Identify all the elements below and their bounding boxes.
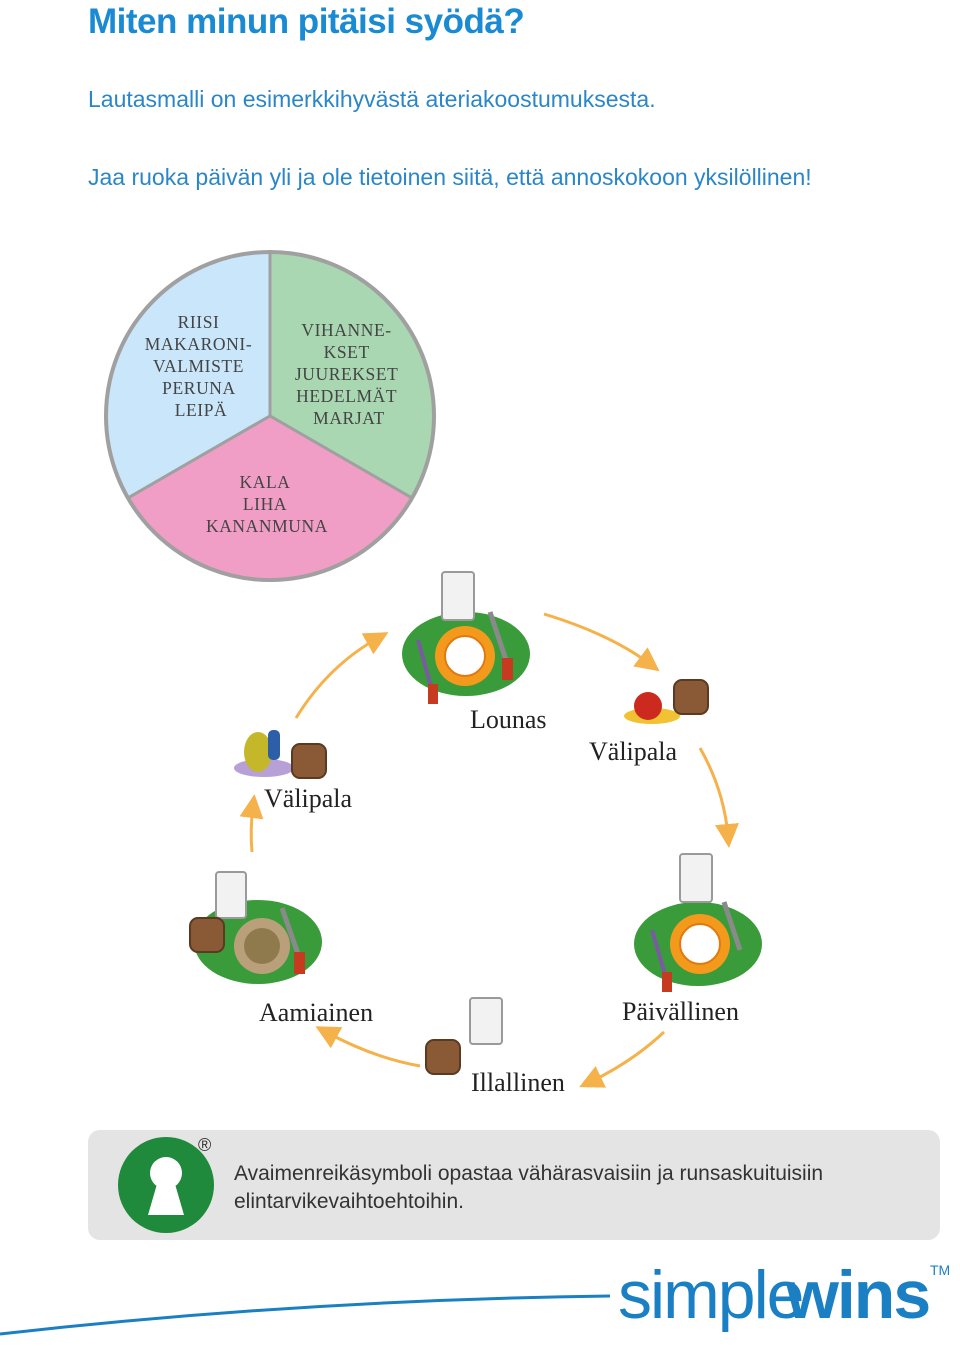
arrow-supper-to-breakfast xyxy=(315,1026,421,1068)
meal-label-lunch: Lounas xyxy=(470,705,547,734)
brand-logo-bold: wins xyxy=(786,1257,931,1333)
arrow-dinner-to-supper xyxy=(579,1030,666,1088)
page-title: Miten minun pitäisi syödä? xyxy=(88,2,525,41)
intro-paragraph-1: Lautasmalli on esimerkkihyvästä ateriako… xyxy=(88,86,656,112)
meal-cycle-arrows xyxy=(239,612,739,1088)
plate-label-protein: KALA LIHA KANANMUNA xyxy=(206,472,328,536)
info-box xyxy=(88,1130,940,1240)
arrow-snack-to-dinner xyxy=(698,747,739,848)
info-text: Avaimenreikäsymboli opastaa vähärasvaisi… xyxy=(234,1162,824,1213)
breakfast-meal-icon xyxy=(189,871,322,984)
supper-meal-icon xyxy=(425,997,503,1075)
plate-label-vegetables: VIHANNE- KSET JUUREKSET HEDELMÄT MARJAT xyxy=(295,320,403,428)
dinner-meal-icon xyxy=(634,853,762,992)
arrow-breakfast-to-snack xyxy=(239,794,264,853)
meal-label-dinner: Päivällinen xyxy=(622,997,739,1026)
snack-right-icon xyxy=(624,679,709,724)
snack-left-icon xyxy=(234,730,327,779)
plate-rim xyxy=(104,250,436,582)
meal-label-snack-right: Välipala xyxy=(589,737,678,766)
plate-label-starch: RIISI MAKARONI- VALMISTE PERUNA LEIPÄ xyxy=(145,312,257,420)
lunch-meal-icon xyxy=(402,571,530,704)
brand-logo-light: simple xyxy=(618,1257,804,1333)
meal-label-breakfast: Aamiainen xyxy=(259,998,373,1027)
intro-paragraph-2: Jaa ruoka päivän yli ja ole tietoinen si… xyxy=(88,164,812,190)
arrow-snack-to-lunch xyxy=(294,632,389,719)
arrow-lunch-to-snack xyxy=(543,612,660,672)
meal-label-snack-left: Välipala xyxy=(264,784,353,813)
plate-model-chart: RIISI MAKARONI- VALMISTE PERUNA LEIPÄ VI… xyxy=(104,250,436,582)
brand-trademark: TM xyxy=(930,1262,951,1278)
meal-label-supper: Illallinen xyxy=(471,1068,565,1097)
